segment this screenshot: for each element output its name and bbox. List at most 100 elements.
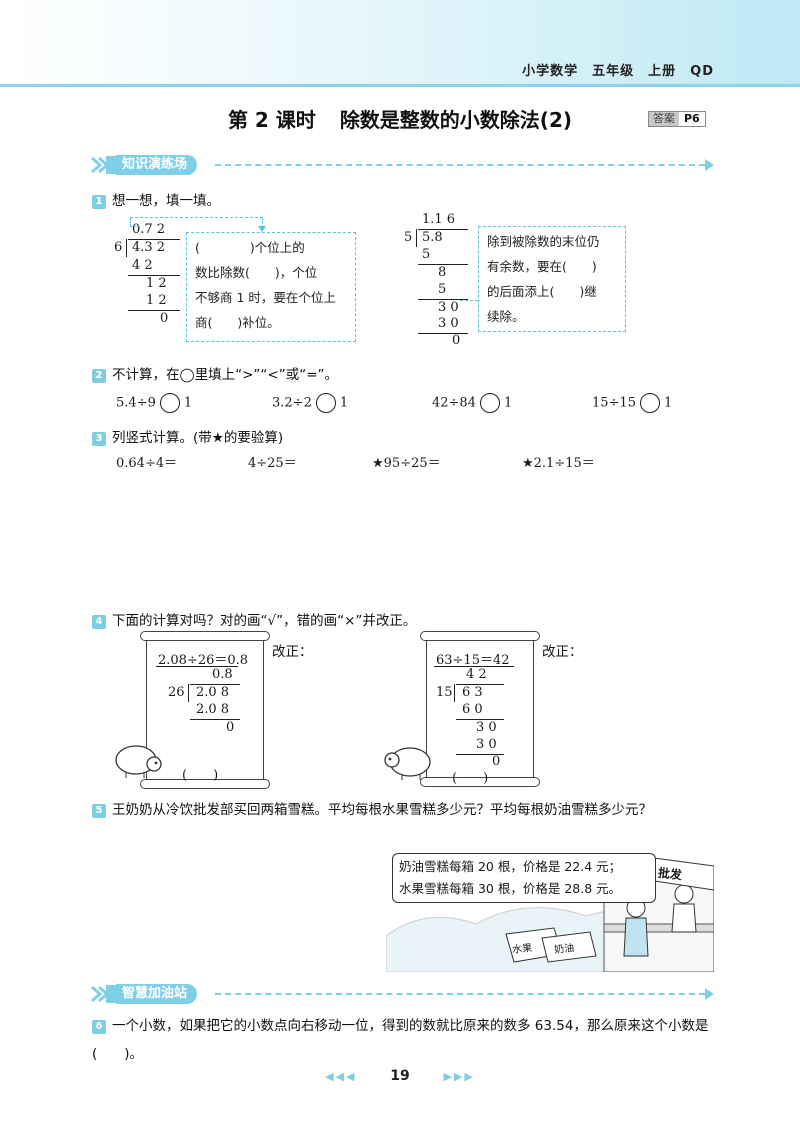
step-row: 3 0 [438, 300, 459, 315]
dividend: 2.0 8 [196, 685, 230, 700]
callout-line: 不够商 1 时，要在个位上 [195, 290, 336, 305]
compare-right: 1 [663, 395, 673, 411]
question-prompt: 下面的计算对吗？对的画“√”，错的画“×”并改正。 [112, 613, 417, 629]
divisor: 6 [114, 240, 123, 255]
step-row: 6 0 [462, 702, 483, 717]
step-row: 0 [160, 311, 169, 326]
question-1: 1 想一想，填一填。 [92, 189, 220, 209]
answer-circle[interactable] [315, 393, 336, 413]
card-equation: 2.08÷26＝0.8 [158, 653, 249, 668]
lesson-name: 除数是整数的小数除法(2) [339, 108, 573, 132]
question-prompt: 一个小数，如果把它的小数点向右移动一位，得到的数就比原来的数多 63.54，那么… [92, 1018, 709, 1062]
callout-line: 续除。 [487, 309, 525, 324]
answer-circle[interactable] [159, 393, 180, 413]
question-number: 2 [92, 369, 106, 383]
answer-circle[interactable] [479, 393, 500, 413]
shop-sign: 批发 [657, 865, 683, 883]
question-4: 4 下面的计算对吗？对的画“√”，错的画“×”并改正。 [92, 609, 416, 629]
compare-item: 5.4÷9 1 [116, 393, 192, 413]
step-row: 3 0 [476, 737, 497, 752]
dividend: 5.8 [422, 230, 443, 245]
info-line: 水果雪糕每箱 30 根，价格是 28.8 元。 [399, 881, 622, 896]
header-rule [0, 84, 800, 87]
answer-page: P6 [679, 112, 705, 126]
question-number: 5 [92, 804, 106, 818]
shop-illustration: 批发 水果 奶油 [386, 846, 714, 972]
callout-line: ( )个位上的 [195, 240, 305, 255]
answer-circle[interactable] [639, 393, 660, 413]
divisor: 26 [168, 685, 185, 700]
callout-line: 数比除数( )，个位 [195, 265, 318, 280]
header-grade: 五年级 [592, 64, 635, 79]
question-5: 5 王奶奶从冷饮批发部买回两箱雪糕。平均每根水果雪糕多少元？平均每根奶油雪糕多少元… [92, 796, 712, 824]
shop-scene-icon [386, 857, 714, 972]
question-number: 3 [92, 432, 106, 446]
step-row: 8 [438, 265, 447, 280]
callout-line: 商( )补位。 [195, 315, 280, 330]
judge-mark[interactable]: ( ) [452, 771, 489, 786]
info-line: 奶油雪糕每箱 20 根，价格是 22.4 元； [399, 859, 622, 874]
quotient: 1.1 6 [422, 212, 456, 227]
divisor: 5 [404, 230, 413, 245]
header-band [0, 0, 800, 86]
section-divider-arrow [705, 988, 714, 1000]
correction-label: 改正： [542, 644, 583, 660]
calc-item: ★95÷25＝ [372, 456, 441, 471]
quotient: 0.8 [212, 667, 233, 682]
info-bubble: 奶油雪糕每箱 20 根，价格是 22.4 元； 水果雪糕每箱 30 根，价格是 … [392, 853, 656, 903]
compare-right: 1 [339, 395, 349, 411]
step-row: 5 [438, 282, 447, 297]
sheep-icon [384, 747, 431, 780]
page-footer: ◀◀◀ 19 ▶▶▶ [0, 1068, 800, 1084]
step-row: 4 2 [132, 258, 153, 273]
callout-pointer [130, 217, 263, 218]
step-row: 3 0 [476, 720, 497, 735]
step-row: 2.0 8 [196, 702, 230, 717]
sheep-icon [115, 745, 162, 778]
quotient: 4 2 [466, 667, 487, 682]
compare-left: 42÷84 [432, 395, 476, 411]
lesson-number: 第 2 课时 [227, 108, 316, 132]
calc-item: 4÷25＝ [248, 456, 297, 471]
compare-item: 15÷15 1 [592, 393, 672, 413]
section-divider [215, 164, 705, 166]
box-label: 水果 [511, 942, 533, 957]
callout-line: 的后面添上( )继 [487, 284, 597, 299]
dividend: 4.3 2 [132, 240, 166, 255]
judge-mark[interactable]: ( ) [182, 768, 219, 783]
question-prompt: 不计算，在◯里填上“>”“<”或“=”。 [112, 367, 339, 383]
section-arrow-icon [90, 154, 116, 176]
page-number: 19 [390, 1068, 410, 1084]
prev-arrows-icon: ◀◀◀ [325, 1070, 357, 1083]
compare-right: 1 [183, 395, 193, 411]
compare-right: 1 [503, 395, 513, 411]
card-equation: 63÷15＝42 [436, 653, 510, 668]
step-row: 0 [492, 754, 501, 769]
correction-label: 改正： [272, 644, 313, 660]
callout-line: 除到被除数的末位仍 [487, 234, 600, 249]
header-edition: QD [690, 64, 714, 79]
section-header-practice: 知识演练场 [90, 154, 198, 176]
question-number: 6 [92, 1020, 106, 1034]
step-row: 3 0 [438, 316, 459, 331]
section-divider-arrow [705, 159, 714, 171]
compare-left: 15÷15 [592, 395, 636, 411]
scroll-card-1 [146, 636, 264, 784]
question-3: 3 列竖式计算。(带★的要验算) [92, 426, 283, 446]
section-title: 智慧加油站 [116, 984, 198, 1004]
question-prompt: 列竖式计算。(带★的要验算) [112, 430, 284, 446]
question-number: 1 [92, 195, 106, 209]
question-number: 4 [92, 615, 106, 629]
page-title: 第 2 课时除数是整数的小数除法(2) [0, 104, 800, 133]
step-row: 0 [226, 720, 235, 735]
compare-left: 5.4÷9 [116, 395, 156, 411]
step-row: 5 [422, 247, 431, 262]
question-prompt: 想一想，填一填。 [112, 193, 220, 209]
scroll-card-2 [426, 636, 534, 782]
header-volume: 上册 [648, 64, 677, 79]
question-prompt: 王奶奶从冷饮批发部买回两箱雪糕。平均每根水果雪糕多少元？平均每根奶油雪糕多少元？ [112, 802, 652, 818]
